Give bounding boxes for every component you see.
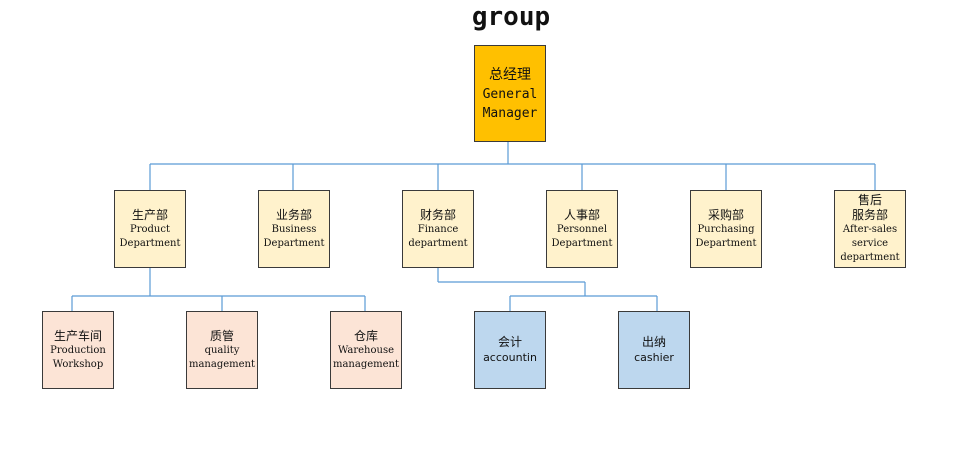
- node-label-en: Department: [551, 237, 613, 249]
- node-label-en: After-sales: [842, 224, 898, 235]
- node-label-zh: 仓库: [353, 328, 378, 343]
- node-label-en: Department: [263, 237, 325, 249]
- node-label-zh: 采购部: [707, 207, 744, 222]
- node-label-en: Warehouse: [337, 344, 395, 356]
- node-production-workshop: 生产车间 Production Workshop: [42, 311, 114, 389]
- node-label-en: Purchasing: [697, 223, 755, 235]
- node-label-en: service: [851, 238, 889, 249]
- node-label-zh: 总经理: [489, 66, 531, 83]
- node-label-zh: 生产车间: [53, 328, 102, 343]
- node-general-manager: 总经理 General Manager: [474, 45, 546, 142]
- node-label-zh: 售后: [857, 193, 882, 207]
- node-label-en: quality: [204, 344, 240, 356]
- node-label-zh: 服务部: [851, 208, 888, 222]
- node-label-en: management: [188, 358, 256, 370]
- node-label-en: accountin: [483, 350, 537, 364]
- node-label-zh: 质管: [209, 328, 234, 343]
- node-label-en: General: [482, 86, 538, 102]
- node-accounting: 会计 accountin: [474, 311, 546, 389]
- node-label-en: Workshop: [52, 358, 104, 370]
- node-label-zh: 出纳: [641, 334, 666, 349]
- node-finance-department: 财务部 Finance department: [402, 190, 474, 268]
- node-quality-management: 质管 quality management: [186, 311, 258, 389]
- node-label-zh: 生产部: [131, 207, 168, 222]
- chart-title: group: [471, 2, 551, 32]
- node-after-sales-department: 售后 服务部 After-sales service department: [834, 190, 906, 268]
- node-label-en: Production: [50, 344, 106, 356]
- node-label-en: Department: [119, 237, 181, 249]
- node-label-zh: 会计: [497, 334, 522, 349]
- node-label-en: Finance: [417, 223, 459, 235]
- node-label-zh: 人事部: [563, 207, 600, 222]
- node-purchasing-department: 采购部 Purchasing Department: [690, 190, 762, 268]
- node-label-zh: 业务部: [275, 207, 312, 222]
- node-label-en: management: [332, 358, 400, 370]
- node-product-department: 生产部 Product Department: [114, 190, 186, 268]
- node-label-en: Product: [130, 223, 170, 235]
- node-business-department: 业务部 Business Department: [258, 190, 330, 268]
- node-label-zh: 财务部: [419, 207, 456, 222]
- node-warehouse-management: 仓库 Warehouse management: [330, 311, 402, 389]
- node-cashier: 出纳 cashier: [618, 311, 690, 389]
- node-label-en: Department: [695, 237, 757, 249]
- node-label-en: Business: [271, 223, 317, 235]
- node-label-en: cashier: [634, 350, 674, 364]
- node-label-en: Manager: [482, 105, 538, 121]
- node-label-en: department: [408, 237, 468, 249]
- node-personnel-department: 人事部 Personnel Department: [546, 190, 618, 268]
- node-label-en: department: [840, 252, 900, 263]
- node-label-en: Personnel: [556, 223, 608, 235]
